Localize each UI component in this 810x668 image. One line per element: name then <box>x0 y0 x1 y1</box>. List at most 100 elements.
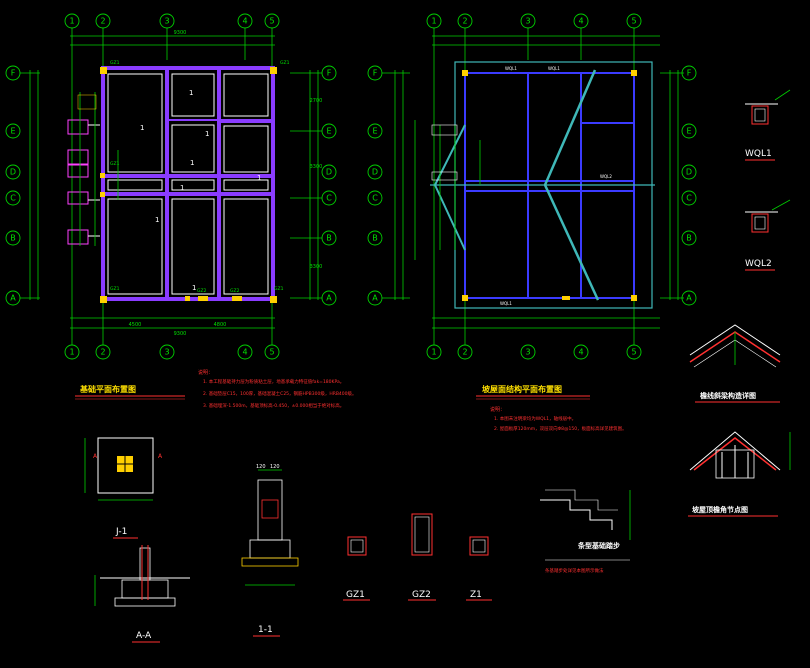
axis-label: B <box>10 234 16 243</box>
axis-label: C <box>372 194 378 203</box>
axis-label: 3 <box>525 348 530 357</box>
dim-bottom-seg: 4500 <box>129 322 142 328</box>
left-axes-bottom: 1 2 3 4 5 <box>64 344 280 360</box>
dim-right-seg: 3300 <box>310 264 323 270</box>
note-line: 1. 本图未注明梁均为WQL1，轴线居中。 <box>494 415 576 422</box>
ridge-detail-title: 檐线斜梁构造详图 <box>700 391 756 400</box>
room-mark: 1 <box>189 89 193 97</box>
note-line: 2. 基础垫层C15，100厚，基础混凝土C25，钢筋HPB300级，HRB40… <box>203 390 357 397</box>
dim-top-overall: 9300 <box>174 30 187 36</box>
stair-note: 条基踏步处详见本图所示做法 <box>545 567 604 574</box>
room-mark: 1 <box>140 124 144 132</box>
room-mark: 1 <box>180 184 184 192</box>
gz2-label: GZ2 <box>412 590 431 600</box>
step-footings <box>67 119 100 245</box>
foundation-strips <box>101 66 275 301</box>
axis-label: E <box>686 127 691 136</box>
room-marks: 1 1 1 1 1 1 1 1 <box>140 89 261 292</box>
beam-label: WQL1 <box>500 301 512 306</box>
ridge-lines <box>430 69 655 301</box>
eave-detail: 坡屋顶檐角节点图 <box>688 431 791 517</box>
axis-label: 3 <box>164 17 169 26</box>
wql1-label: WQL1 <box>745 149 772 159</box>
right-annotations <box>414 120 481 260</box>
dim-bottom-overall: 9300 <box>174 331 187 337</box>
room-mark: 1 <box>192 284 196 292</box>
section-1-1: 120 120 1-1 <box>241 464 299 637</box>
note-line: 2. 屋面板厚120mm，双层双向Φ8@150，板面标高详见建筑图。 <box>494 425 627 432</box>
axis-label: 5 <box>631 17 636 26</box>
room-mark: 1 <box>190 159 194 167</box>
gz1-detail: GZ1 <box>343 536 370 601</box>
axis-label: F <box>687 69 692 78</box>
z1-label: Z1 <box>470 590 482 600</box>
right-axes-left: F E D C B A <box>367 65 383 306</box>
note-line: 说明： <box>490 406 505 413</box>
right-axes-top: 1 2 3 4 5 <box>426 13 642 29</box>
axis-label: B <box>686 234 692 243</box>
column-tags: GZ1 GZ1 GZ1 GZ1 GZ2 GZ2 GZ1 <box>110 60 290 294</box>
gz1-label: GZ1 <box>346 590 365 600</box>
beam-label: WQL2 <box>600 174 612 179</box>
right-axes-bottom: 1 2 3 4 5 <box>426 344 642 360</box>
axis-label: 3 <box>164 348 169 357</box>
ridge-detail: 檐线斜梁构造详图 <box>689 324 781 403</box>
column-tag: GZ1 <box>110 60 120 66</box>
column-tag: GZ1 <box>110 161 120 167</box>
room-mark: 1 <box>205 130 209 138</box>
axis-label: E <box>372 127 377 136</box>
eave-detail-title: 坡屋顶檐角节点图 <box>692 505 748 514</box>
left-plan-notes: 说明： 1. 本工程基础持力层为粉质粘土层，地基承载力特征值fak=180KPa… <box>198 369 357 409</box>
column-tag: GZ1 <box>280 60 290 66</box>
axis-label: A <box>686 294 692 303</box>
roof-plan: 1 2 3 4 5 1 2 3 4 5 F E D C B A F E D C … <box>367 13 697 360</box>
axis-label: E <box>326 127 331 136</box>
gz2-detail: GZ2 <box>408 513 436 601</box>
axis-label: 1 <box>431 17 436 26</box>
j1-label: J-1 <box>115 527 127 537</box>
axis-label: E <box>10 127 15 136</box>
dim-bottom-seg: 4800 <box>214 322 227 328</box>
columns <box>100 67 277 303</box>
right-axes-right: F E D C B A <box>681 65 697 306</box>
note-line: 1. 本工程基础持力层为粉质粘土层，地基承载力特征值fak=180KPa。 <box>203 378 344 385</box>
axis-label: C <box>326 194 332 203</box>
axis-label: 2 <box>462 17 467 26</box>
aa-section: A-A <box>94 545 190 643</box>
left-annotations <box>77 92 119 246</box>
axis-label: A <box>326 294 332 303</box>
beam-label: WQL1 <box>505 66 517 71</box>
stair-detail-title: 条型基础踏步 <box>577 541 620 550</box>
axis-label: B <box>326 234 332 243</box>
section-mark: A <box>158 453 163 460</box>
left-axes-top: 1 2 3 4 5 <box>64 13 280 29</box>
axis-label: 4 <box>578 348 583 357</box>
axis-label: F <box>327 69 332 78</box>
column-tag: GZ1 <box>110 286 120 292</box>
aa-label: A-A <box>136 631 152 641</box>
axis-label: C <box>686 194 692 203</box>
axis-label: D <box>372 168 378 177</box>
axis-label: 1 <box>69 17 74 26</box>
section-1-1-label: 1-1 <box>258 625 273 635</box>
dim-right-seg: 2700 <box>310 98 323 104</box>
dim-right-seg: 3300 <box>310 164 323 170</box>
wql2-detail: WQL2 <box>745 199 791 271</box>
wql1-detail: WQL1 <box>745 89 791 161</box>
j1-detail: A A J-1 <box>84 437 163 539</box>
axis-label: C <box>10 194 16 203</box>
wql2-label: WQL2 <box>745 259 772 269</box>
axis-label: 5 <box>269 348 274 357</box>
stair-detail: 条型基础踏步 条基踏步处详见本图所示做法 <box>540 489 631 574</box>
axis-label: A <box>10 294 16 303</box>
right-plan-title: 坡屋面结构平面布置图 <box>482 384 562 394</box>
column-tag: GZ2 <box>197 288 207 294</box>
axis-label: D <box>686 168 692 177</box>
axis-label: D <box>326 168 332 177</box>
axis-label: 4 <box>242 17 247 26</box>
dim-120: 120 <box>270 464 280 470</box>
column-tag: GZ1 <box>274 286 284 292</box>
axis-label: 1 <box>69 348 74 357</box>
axis-label: 4 <box>578 17 583 26</box>
